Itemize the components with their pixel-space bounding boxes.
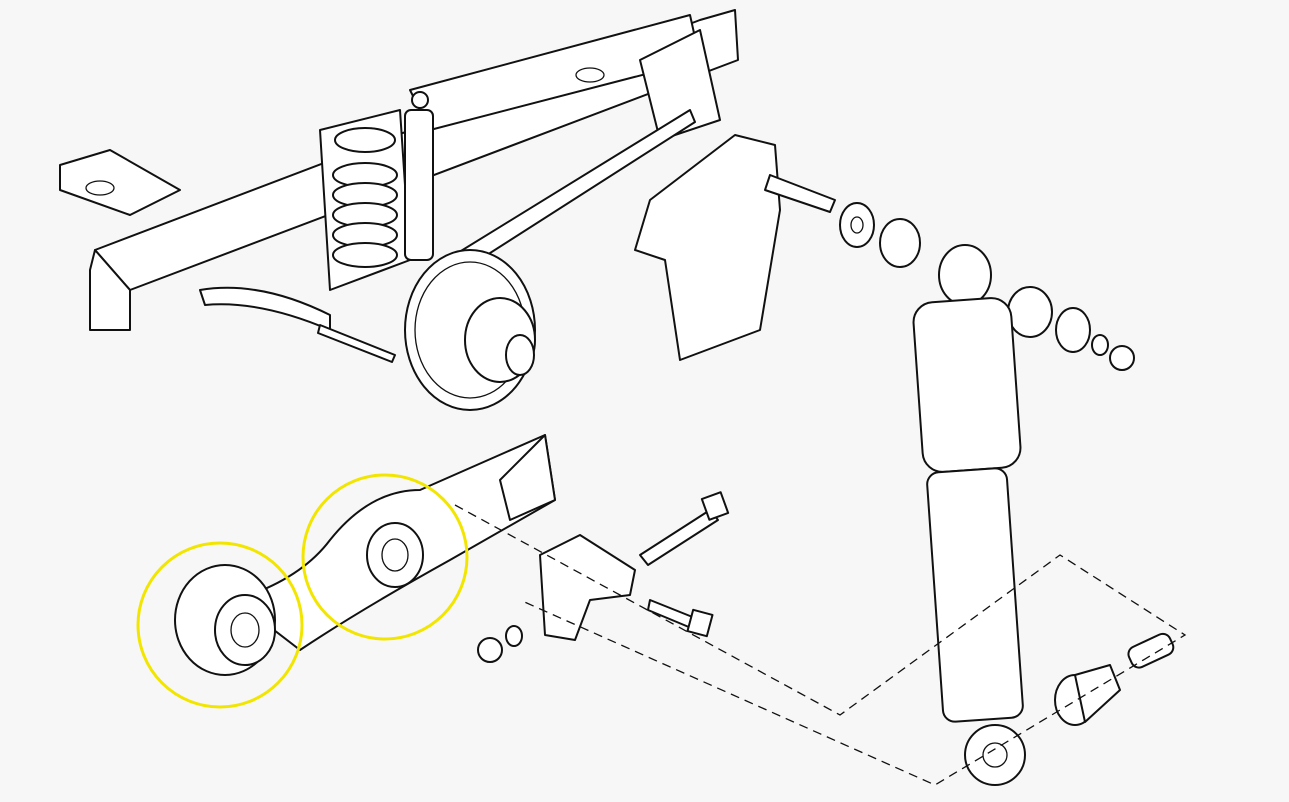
brake-rotor-hub	[404, 249, 536, 411]
highlight-circles	[136, 473, 469, 709]
rear-shock-absorber	[912, 297, 1026, 786]
coil-spring	[332, 127, 398, 268]
chassis-frame	[59, 9, 739, 331]
shock-mount-bracket	[634, 134, 781, 361]
leaf-spring	[174, 434, 556, 676]
shackle-and-bolts	[477, 491, 730, 663]
alignment-dashed-lines	[454, 504, 1187, 786]
shock-lower-hardware	[1054, 632, 1175, 726]
highlight-circle-rear-eye	[301, 473, 469, 641]
tie-rod	[317, 324, 396, 363]
shock-upper-hardware	[764, 174, 1135, 371]
front-shock	[404, 91, 434, 261]
highlight-circle-front-eye	[136, 541, 304, 709]
